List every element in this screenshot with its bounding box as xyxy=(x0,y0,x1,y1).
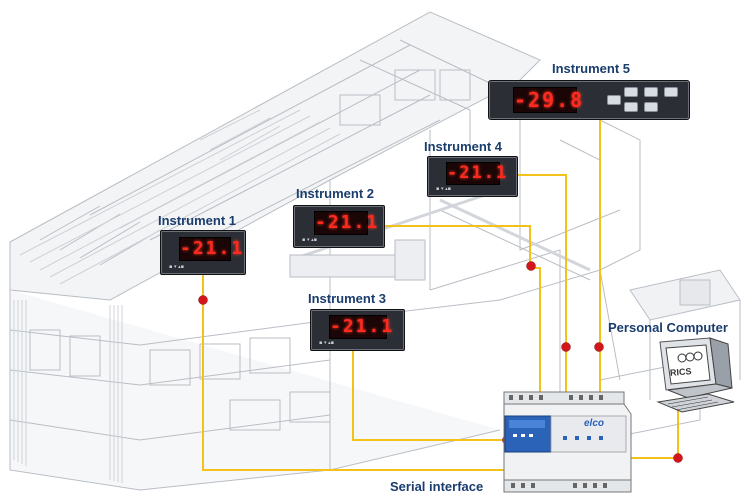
instrument-2-label: Instrument 2 xyxy=(296,186,375,201)
pc-label: Personal Computer xyxy=(608,320,728,335)
instrument-panel-icon: ▪ ▾ ▴▪ xyxy=(302,237,317,243)
instrument-5-display: -29.8 xyxy=(513,87,585,113)
instrument-4-label: Instrument 4 xyxy=(424,139,503,154)
instrument-2-display: -21.1 xyxy=(314,211,380,235)
instrument-panel-icon: ▪ ▾ ▴▪ xyxy=(436,186,451,192)
instrument-panel-icon: ▪ ▾ ▴▪ xyxy=(169,264,184,270)
instrument-3-display: -21.1 xyxy=(329,315,395,339)
instrument-5-button-5[interactable] xyxy=(644,102,658,112)
instrument-5-button-1[interactable] xyxy=(607,95,621,105)
pc-screen-logo: RICS xyxy=(669,366,692,378)
instrument-1-label: Instrument 1 xyxy=(158,213,237,228)
instrument-1-display: -21.1 xyxy=(179,237,245,261)
instrument-5-button-3[interactable] xyxy=(624,102,638,112)
instrument-4-panel[interactable]: -21.1 ▪ ▾ ▴▪ xyxy=(427,156,518,197)
instrument-5-button-6[interactable] xyxy=(664,87,678,97)
instrument-5-panel[interactable]: -29.8 xyxy=(488,80,690,120)
instrument-3-label: Instrument 3 xyxy=(308,291,387,306)
serial-interface-icon[interactable] xyxy=(503,390,633,495)
instrument-5-button-4[interactable] xyxy=(644,87,658,97)
instrument-3-panel[interactable]: -21.1 ▪ ▾ ▴▪ xyxy=(310,309,405,351)
instrument-5-label: Instrument 5 xyxy=(552,61,631,76)
instrument-panel-icon: ▪ ▾ ▴▪ xyxy=(319,340,334,346)
instrument-5-button-2[interactable] xyxy=(624,87,638,97)
serial-interface-label: Serial interface xyxy=(390,479,484,494)
instrument-1-panel[interactable]: -21.1 ▪ ▾ ▴▪ xyxy=(160,230,246,275)
instrument-2-panel[interactable]: -21.1 ▪ ▾ ▴▪ xyxy=(293,205,385,248)
instrument-4-display: -21.1 xyxy=(446,162,509,185)
serial-interface-brand: elco xyxy=(584,418,605,429)
computer-icon[interactable] xyxy=(648,336,738,416)
